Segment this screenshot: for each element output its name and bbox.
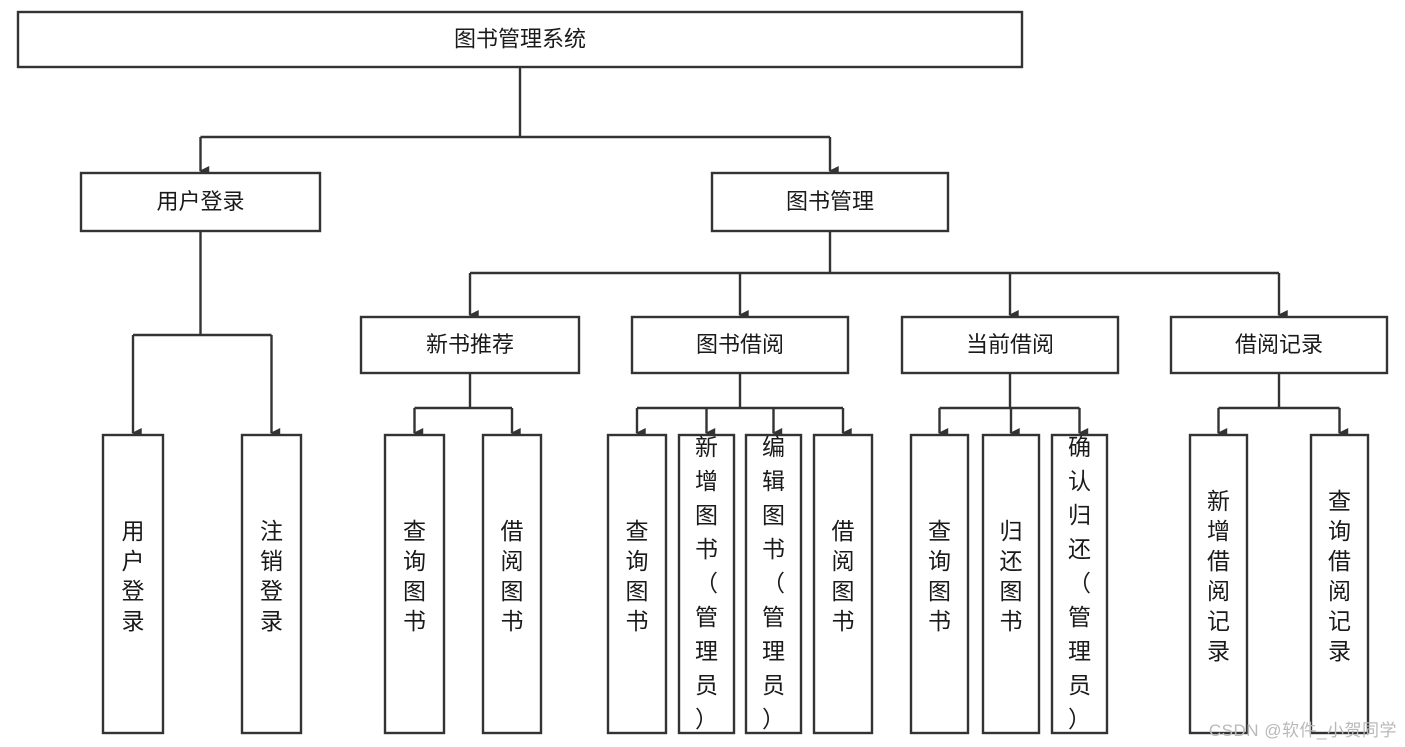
node-box-leaf-add-borrow-record	[1188, 433, 1249, 735]
node-label-leaf-borrow-book: 借阅图书	[832, 518, 855, 634]
node-box-leaf-add-book-admin	[677, 433, 736, 735]
node-label-user-login: 用户登录	[156, 189, 244, 214]
nodes-layer: 用户登录图书管理新书推荐图书借阅当前借阅借阅记录用户登录注销登录查询图书借阅图书…	[16, 10, 1389, 735]
node-box-book-management	[710, 171, 950, 233]
node-box-leaf-query-book-borrow	[606, 433, 668, 735]
node-label-leaf-query-book-rec: 查询图书	[403, 518, 426, 634]
node-leaf-edit-book-admin[interactable]: 编辑图书（管理员）	[744, 433, 803, 735]
node-leaf-confirm-return-admin[interactable]: 确认归还（管理员）	[1050, 433, 1109, 735]
node-box-leaf-borrow-book-rec	[481, 433, 543, 735]
node-box-leaf-confirm-return-admin	[1050, 433, 1109, 735]
node-leaf-logout[interactable]: 注销登录	[240, 433, 303, 735]
node-box-borrow-record	[1169, 315, 1389, 375]
node-box-leaf-query-borrow-record	[1309, 433, 1370, 735]
node-label-leaf-user-login: 用户登录	[122, 518, 145, 634]
node-leaf-add-borrow-record[interactable]: 新增借阅记录	[1188, 433, 1249, 735]
node-leaf-query-book-rec[interactable]: 查询图书	[383, 433, 446, 735]
node-leaf-borrow-book[interactable]: 借阅图书	[812, 433, 874, 735]
node-label-current-borrow: 当前借阅	[966, 332, 1054, 357]
node-box-leaf-edit-book-admin	[744, 433, 803, 735]
node-box-leaf-return-book	[981, 433, 1041, 735]
node-current-borrow[interactable]: 当前借阅	[900, 315, 1120, 375]
node-leaf-return-book[interactable]: 归还图书	[981, 433, 1041, 735]
node-label-leaf-confirm-return-admin: 确认归还（管理员）	[1068, 434, 1091, 732]
node-label-leaf-query-borrow-record: 查询借阅记录	[1328, 488, 1351, 664]
node-leaf-add-book-admin[interactable]: 新增图书（管理员）	[677, 433, 736, 735]
node-label-leaf-add-book-admin: 新增图书（管理员）	[695, 434, 718, 732]
node-label-leaf-add-borrow-record: 新增借阅记录	[1207, 488, 1230, 664]
node-root[interactable]: 图书管理系统	[16, 10, 1024, 69]
node-label-book-management: 图书管理	[786, 189, 874, 214]
node-label-root: 图书管理系统	[454, 26, 586, 51]
node-box-user-login	[79, 171, 322, 233]
node-new-book-recommend[interactable]: 新书推荐	[359, 315, 581, 375]
node-borrow-record[interactable]: 借阅记录	[1169, 315, 1389, 375]
node-leaf-query-book-borrow[interactable]: 查询图书	[606, 433, 668, 735]
node-box-leaf-query-book-current	[909, 433, 970, 735]
node-label-borrow-record: 借阅记录	[1235, 332, 1323, 357]
node-leaf-borrow-book-rec[interactable]: 借阅图书	[481, 433, 543, 735]
connector-lines	[131, 67, 1349, 439]
node-box-new-book-recommend	[359, 315, 581, 375]
node-box-book-borrow	[630, 315, 850, 375]
node-box-root	[16, 10, 1024, 69]
node-leaf-query-borrow-record[interactable]: 查询借阅记录	[1309, 433, 1370, 735]
node-box-leaf-logout	[240, 433, 303, 735]
node-label-leaf-return-book: 归还图书	[1000, 518, 1023, 634]
node-box-leaf-user-login	[101, 433, 165, 735]
node-user-login[interactable]: 用户登录	[79, 171, 322, 233]
node-box-leaf-query-book-rec	[383, 433, 446, 735]
node-label-book-borrow: 图书借阅	[696, 332, 784, 357]
node-label-new-book-recommend: 新书推荐	[426, 332, 514, 357]
node-box-current-borrow	[900, 315, 1120, 375]
node-book-borrow[interactable]: 图书借阅	[630, 315, 850, 375]
node-label-leaf-borrow-book-rec: 借阅图书	[501, 518, 524, 634]
node-label-leaf-logout: 注销登录	[260, 518, 283, 634]
node-leaf-query-book-current[interactable]: 查询图书	[909, 433, 970, 735]
node-label-leaf-edit-book-admin: 编辑图书（管理员）	[762, 434, 785, 732]
node-box-leaf-borrow-book	[812, 433, 874, 735]
node-label-leaf-query-book-borrow: 查询图书	[626, 518, 649, 634]
node-leaf-user-login[interactable]: 用户登录	[101, 433, 165, 735]
node-book-management[interactable]: 图书管理	[710, 171, 950, 233]
node-label-leaf-query-book-current: 查询图书	[928, 518, 951, 634]
